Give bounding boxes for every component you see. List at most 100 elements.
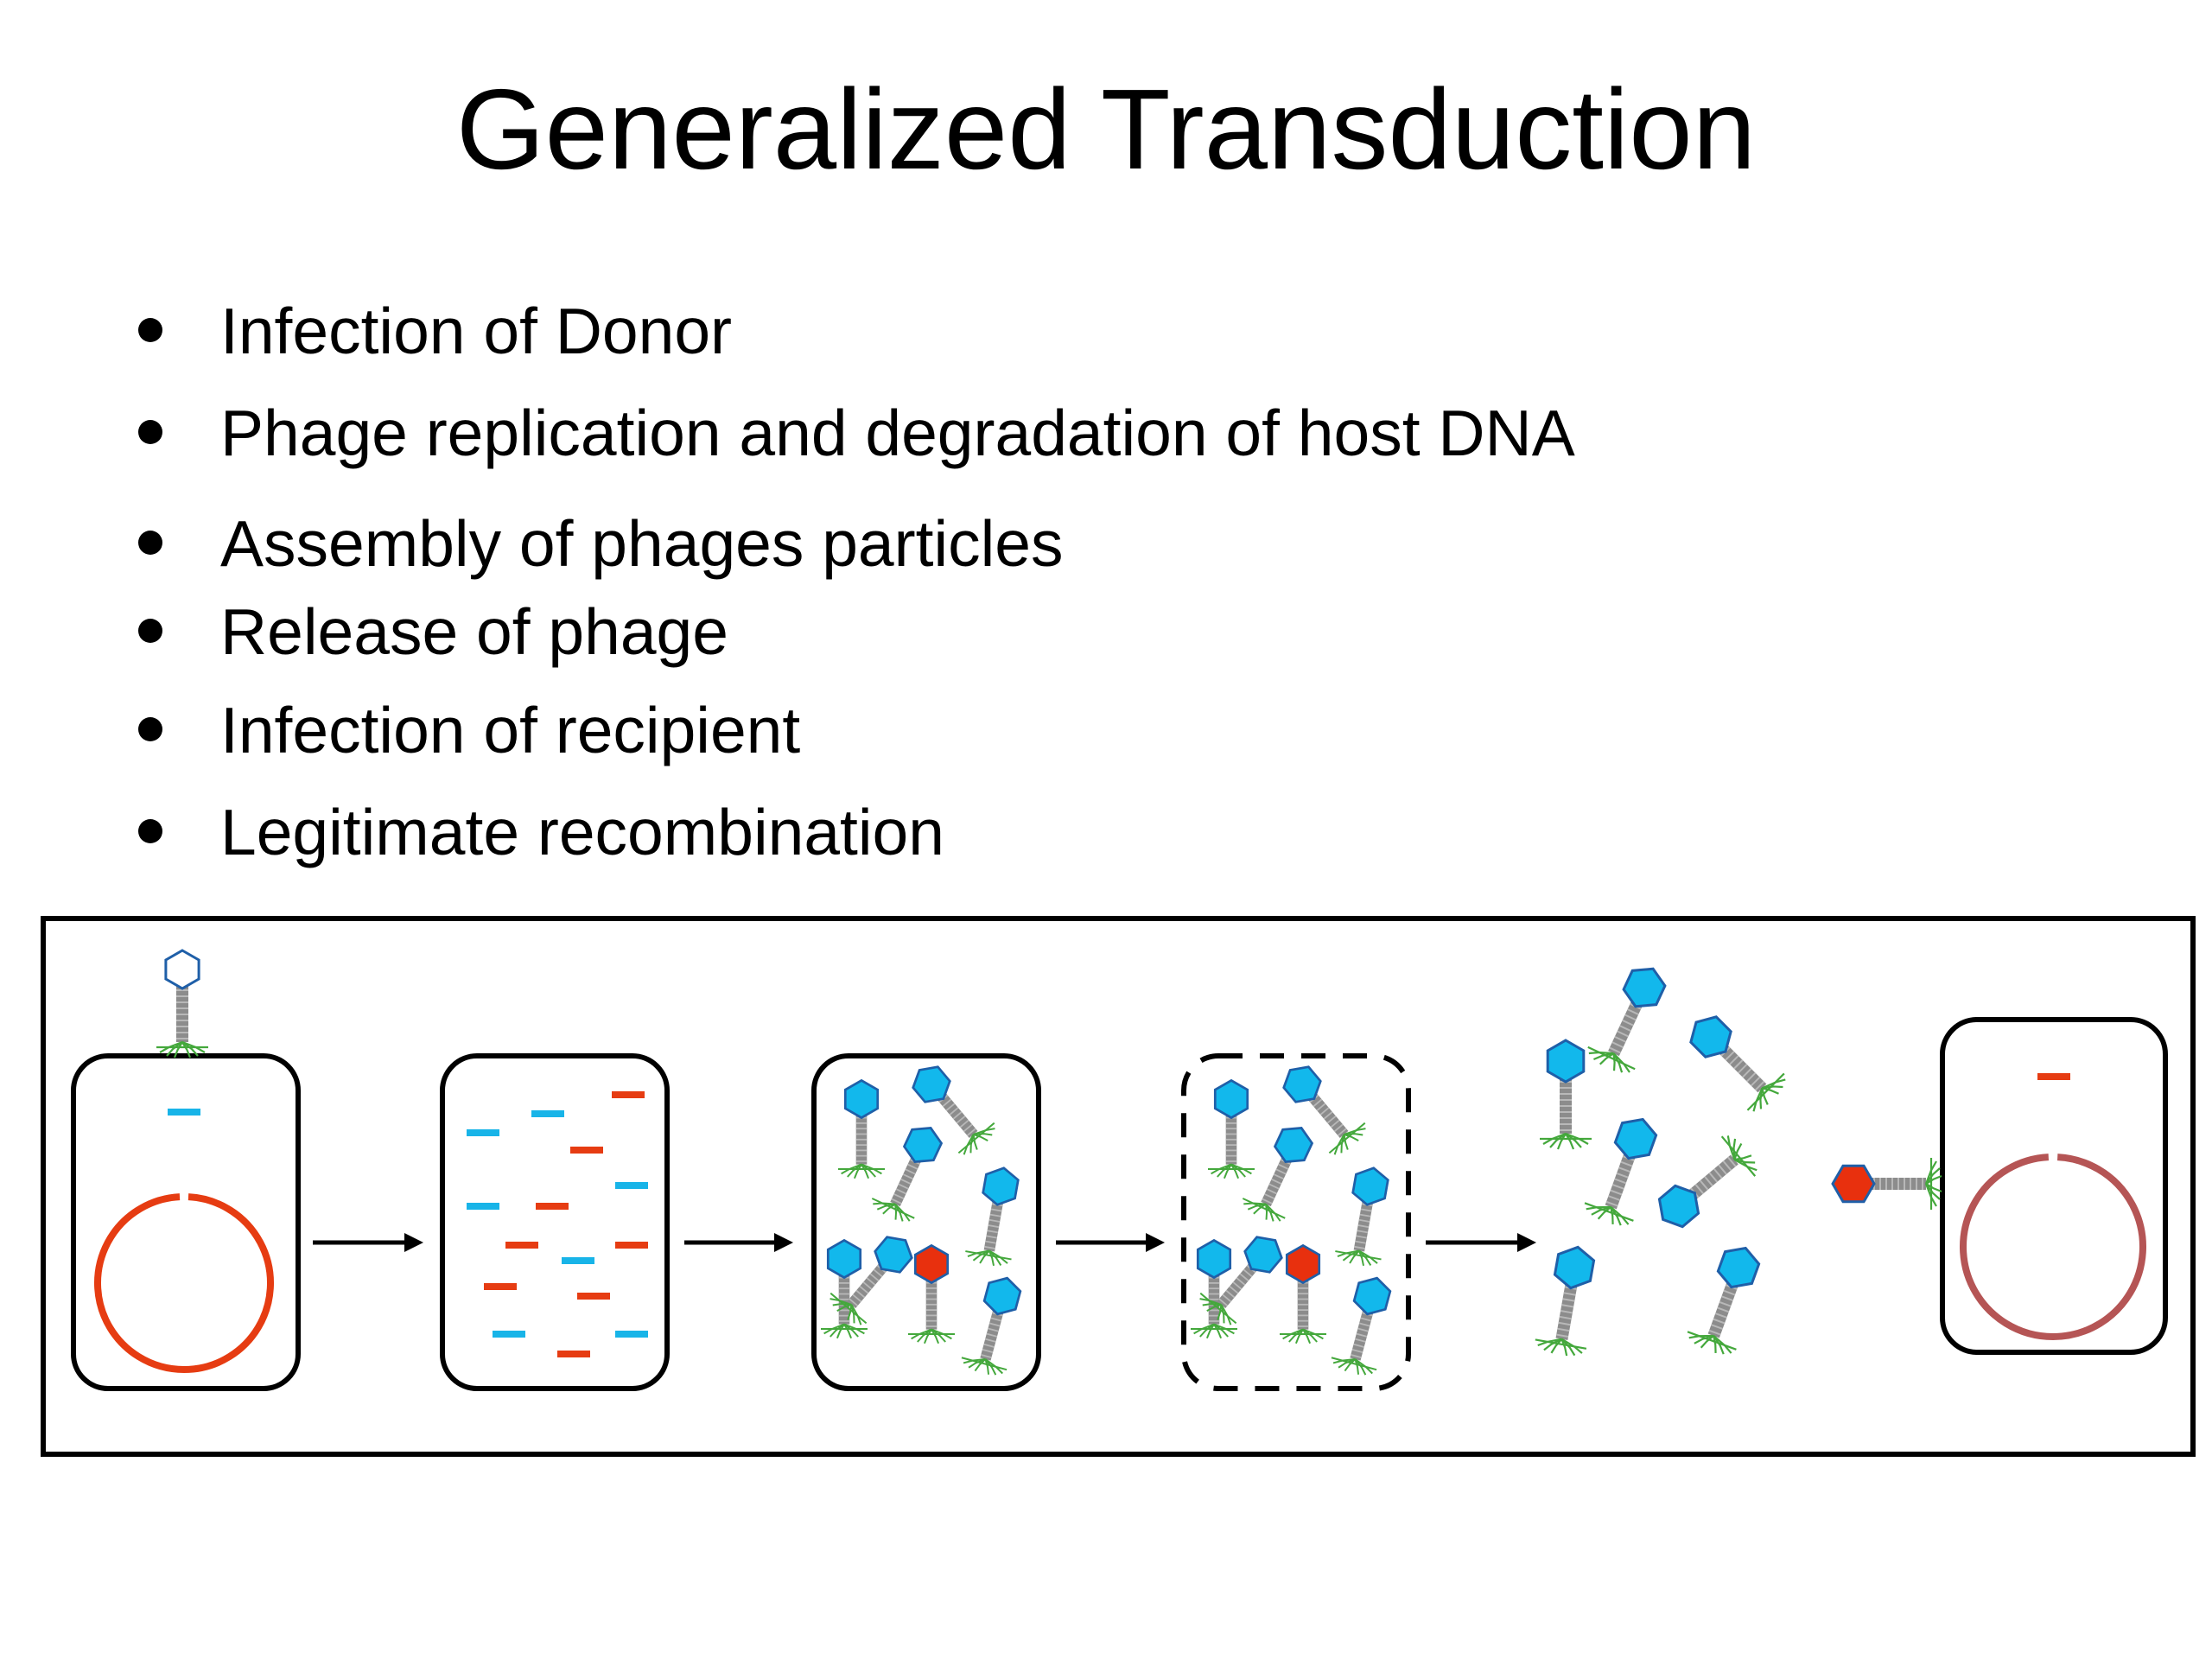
- fiber: [968, 1358, 986, 1369]
- tail-stripe: [988, 1218, 1001, 1223]
- fiber: [1612, 1052, 1624, 1073]
- fiber: [861, 1164, 870, 1179]
- tail-stripe: [1614, 1178, 1627, 1185]
- phage-head: [1243, 1236, 1283, 1274]
- infected-cell: [440, 1053, 670, 1391]
- fiber: [984, 1358, 990, 1375]
- phage-head: [1351, 1166, 1389, 1206]
- host-dna-fragment: [577, 1293, 610, 1300]
- fiber: [1230, 1164, 1240, 1179]
- tail-stripe: [1326, 1115, 1337, 1124]
- fiber: [1713, 1335, 1717, 1353]
- fiber: [1610, 1206, 1622, 1226]
- fiber: [882, 1203, 896, 1215]
- phage-dna-fragment: [168, 1109, 200, 1116]
- arrow-head: [774, 1233, 793, 1252]
- phage: [1687, 1246, 1761, 1355]
- phage: [1587, 967, 1667, 1073]
- tail-stripe: [1264, 1193, 1275, 1200]
- tail-fibers: [1587, 1046, 1636, 1073]
- fiber: [1535, 1338, 1587, 1350]
- recipient-cell: [1940, 1017, 2168, 1355]
- phage: [965, 1166, 1020, 1267]
- fiber: [1543, 1338, 1562, 1351]
- host-dna-fragment: [484, 1283, 517, 1290]
- assembly-cell: [811, 1053, 1041, 1391]
- tail-stripe: [898, 1183, 909, 1190]
- tail-stripe: [869, 1273, 880, 1281]
- fiber: [894, 1204, 898, 1220]
- tail-stripe: [1218, 1298, 1229, 1306]
- tail-stripe: [1614, 1035, 1626, 1043]
- tail-stripe: [1563, 1292, 1576, 1296]
- phage: [912, 1065, 995, 1155]
- fiber: [876, 1203, 896, 1211]
- tail-stripe: [990, 1208, 1002, 1212]
- tail-stripe: [1733, 1059, 1744, 1070]
- tail-stripe: [1351, 1348, 1363, 1353]
- fiber: [1591, 1205, 1611, 1216]
- fiber: [1213, 1324, 1223, 1339]
- phage: [830, 1236, 913, 1325]
- recipient-chromosome: [1960, 1154, 2146, 1340]
- tail-stripe: [966, 1128, 976, 1136]
- tail-fibers: [1584, 1202, 1634, 1226]
- tail-stripe: [852, 1294, 862, 1303]
- fiber: [1349, 1249, 1360, 1264]
- fiber: [984, 1358, 997, 1376]
- tail-stripe: [1275, 1168, 1287, 1175]
- phage-dna-fragment: [562, 1257, 594, 1264]
- phage-dna-fragment: [531, 1110, 564, 1117]
- tail-stripe: [1355, 1240, 1366, 1244]
- fiber: [1732, 1138, 1737, 1160]
- phage: [961, 1276, 1022, 1376]
- fiber: [1342, 1249, 1360, 1262]
- tail-stripe: [949, 1107, 959, 1116]
- tail-stripe: [959, 1119, 969, 1128]
- phage-tail: [1225, 1113, 1237, 1165]
- tail-stripe: [988, 1322, 1001, 1327]
- fiber: [917, 1328, 932, 1343]
- bullet-item: Infection of recipient: [0, 684, 1987, 771]
- bullet-dot: [138, 717, 162, 741]
- phage-tail: [925, 1278, 938, 1330]
- bullet-item: Release of phage: [0, 586, 1987, 672]
- bullet-text: Release of phage: [220, 595, 728, 668]
- fiber: [847, 1304, 853, 1320]
- fiber: [931, 1328, 946, 1343]
- fiber: [1230, 1163, 1246, 1178]
- phage-head: [1613, 1117, 1658, 1160]
- tail-stripe: [1738, 1064, 1748, 1074]
- fiber: [1565, 1133, 1575, 1150]
- tail-fibers: [1687, 1331, 1737, 1355]
- phage: [1207, 1078, 1255, 1179]
- phage-head: [1553, 1245, 1596, 1290]
- tail-stripe: [1229, 1285, 1239, 1294]
- host-dna-fragment: [557, 1351, 590, 1357]
- fiber: [843, 1324, 853, 1339]
- tail-stripe: [1330, 1119, 1340, 1128]
- tail-stripe: [1694, 1184, 1705, 1195]
- transduced-dna-fragment: [2037, 1073, 2070, 1080]
- host-dna-fragment: [505, 1242, 538, 1249]
- fiber: [1560, 1338, 1576, 1357]
- bullet-text: Infection of recipient: [220, 694, 801, 766]
- tail-stripe: [1605, 1200, 1618, 1207]
- tail-stripe: [1556, 1333, 1569, 1338]
- fiber: [1700, 1335, 1714, 1349]
- phage: [1331, 1276, 1392, 1376]
- tail-stripe: [1278, 1163, 1289, 1170]
- transducing-phage: [907, 1243, 956, 1344]
- tail-stripe: [963, 1123, 973, 1133]
- tail-stripe: [1243, 1268, 1253, 1278]
- tail-stripe: [984, 1338, 996, 1343]
- tail-fibers: [830, 1292, 868, 1325]
- fiber: [830, 1323, 845, 1338]
- fiber: [853, 1164, 862, 1179]
- tail-stripe: [849, 1298, 859, 1306]
- tail-stripe: [1239, 1273, 1249, 1281]
- tail-stripe: [1356, 1235, 1368, 1239]
- fiber: [1550, 1338, 1563, 1354]
- tail-stripe: [1354, 1338, 1366, 1343]
- host-dna-fragment: [570, 1147, 603, 1154]
